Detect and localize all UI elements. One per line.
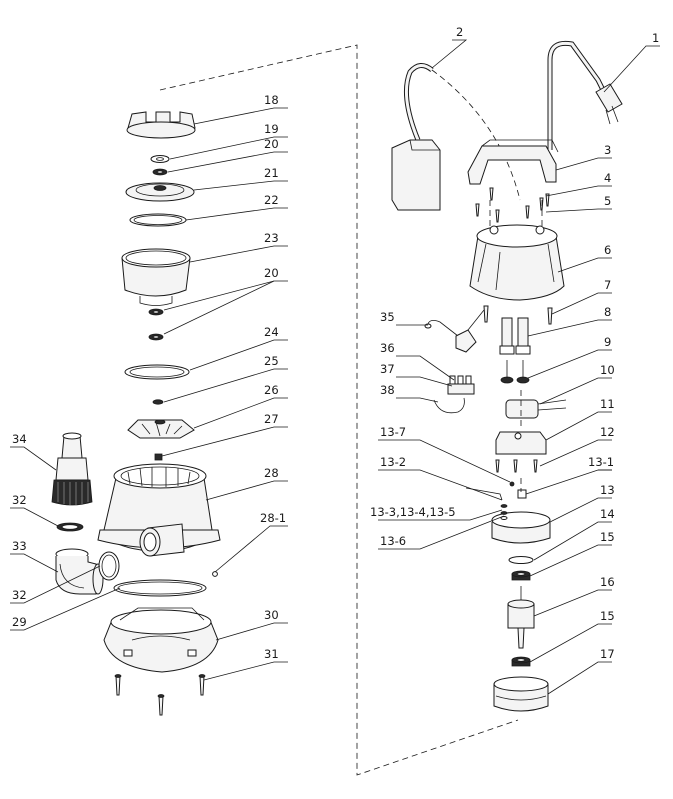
label-8: 8	[604, 305, 611, 319]
label-13-6: 13-6	[380, 534, 406, 548]
part-26-impeller	[127, 419, 195, 439]
label-20-top: 20	[264, 137, 279, 151]
part-16-rotor	[507, 586, 535, 649]
part-22-gasket	[129, 213, 187, 227]
part-4-5-screws	[475, 187, 550, 223]
part-3-handle	[467, 139, 559, 185]
label-23: 23	[264, 231, 279, 245]
label-35: 35	[380, 310, 395, 324]
label-33: 33	[12, 539, 27, 553]
part-7-screws	[483, 305, 553, 325]
assembly-guide-lines	[489, 200, 543, 492]
part-35-connector	[424, 309, 485, 353]
part-12-screws	[495, 459, 538, 473]
part-27-nut	[154, 453, 163, 461]
split-plane-outline	[159, 44, 519, 776]
label-30: 30	[264, 608, 279, 622]
part-24-flat-ring	[124, 364, 190, 380]
label-25: 25	[264, 354, 279, 368]
label-16: 16	[600, 575, 615, 589]
part-21-disc	[125, 182, 195, 202]
label-31: 31	[264, 647, 279, 661]
label-21: 21	[264, 166, 279, 180]
part-11-terminal-block	[495, 431, 547, 455]
label-9: 9	[604, 335, 611, 349]
label-6: 6	[604, 243, 611, 257]
label-17: 17	[600, 647, 615, 661]
label-26: 26	[264, 383, 279, 397]
part-33-elbow	[55, 548, 104, 595]
label-18: 18	[264, 93, 279, 107]
label-28-1: 28-1	[260, 511, 286, 525]
label-19: 19	[264, 122, 279, 136]
label-10: 10	[600, 363, 615, 377]
part-38-wire-loop	[433, 397, 465, 414]
label-36: 36	[380, 341, 395, 355]
part-32-ring-upper	[56, 522, 84, 532]
part-8-rods	[499, 317, 531, 355]
label-4: 4	[604, 171, 611, 185]
label-38: 38	[380, 383, 395, 397]
part-28-pump-housing	[97, 463, 221, 557]
label-37: 37	[380, 362, 395, 376]
part-23-cup	[121, 248, 191, 306]
label-28: 28	[264, 466, 279, 480]
label-14: 14	[600, 507, 615, 521]
label-15-lower: 15	[600, 609, 615, 623]
part-18-top-cap	[126, 111, 196, 139]
part-14-washer	[508, 556, 534, 564]
label-7: 7	[604, 278, 611, 292]
label-34: 34	[12, 432, 27, 446]
label-13-2: 13-2	[380, 455, 406, 469]
label-24: 24	[264, 325, 279, 339]
label-15-upper: 15	[600, 530, 615, 544]
part-31-screws	[114, 674, 206, 716]
part-19-washer	[150, 155, 170, 163]
label-22: 22	[264, 193, 279, 207]
part-13-motor-stator	[465, 481, 551, 544]
part-9-nuts	[500, 360, 530, 384]
label-2: 2	[456, 25, 463, 39]
label-13: 13	[600, 483, 615, 497]
part-25-washer	[152, 399, 164, 405]
label-1: 1	[652, 31, 659, 45]
label-27: 27	[264, 412, 279, 426]
label-32-lower: 32	[12, 588, 27, 602]
part-6-motor-cover	[469, 224, 565, 301]
part-20-ring-top	[152, 168, 168, 176]
part-30-base	[103, 607, 219, 673]
label-13-3-4-5: 13-3,13-4,13-5	[370, 505, 456, 519]
label-12: 12	[600, 425, 615, 439]
part-17-motor-housing-bottom	[493, 676, 549, 712]
part-1-power-cable-plug	[547, 40, 623, 150]
part-2-float-switch	[391, 63, 521, 211]
part-32-o-ring-lower	[98, 551, 120, 581]
part-34-hose-adapter	[51, 432, 93, 506]
part-20-rings-lower	[148, 308, 164, 341]
part-labels: 1 2 3 4 5 6 7 8 9 10 11 12 13-1 13 14 15…	[12, 25, 659, 661]
part-10-capacitor	[505, 399, 567, 419]
label-13-7: 13-7	[380, 425, 406, 439]
label-20-lower: 20	[264, 266, 279, 280]
label-29: 29	[12, 615, 27, 629]
part-36-37-terminal-strip	[447, 375, 475, 395]
part-15-bearing-lower	[511, 656, 531, 667]
part-15-bearing-upper	[511, 570, 531, 581]
part-29-o-ring	[113, 579, 207, 597]
label-3: 3	[604, 143, 611, 157]
label-11: 11	[600, 397, 615, 411]
leader-lines	[10, 39, 660, 695]
part-28-1-pin	[212, 571, 218, 577]
label-5: 5	[604, 194, 611, 208]
label-32-upper: 32	[12, 493, 27, 507]
label-13-1: 13-1	[588, 455, 614, 469]
